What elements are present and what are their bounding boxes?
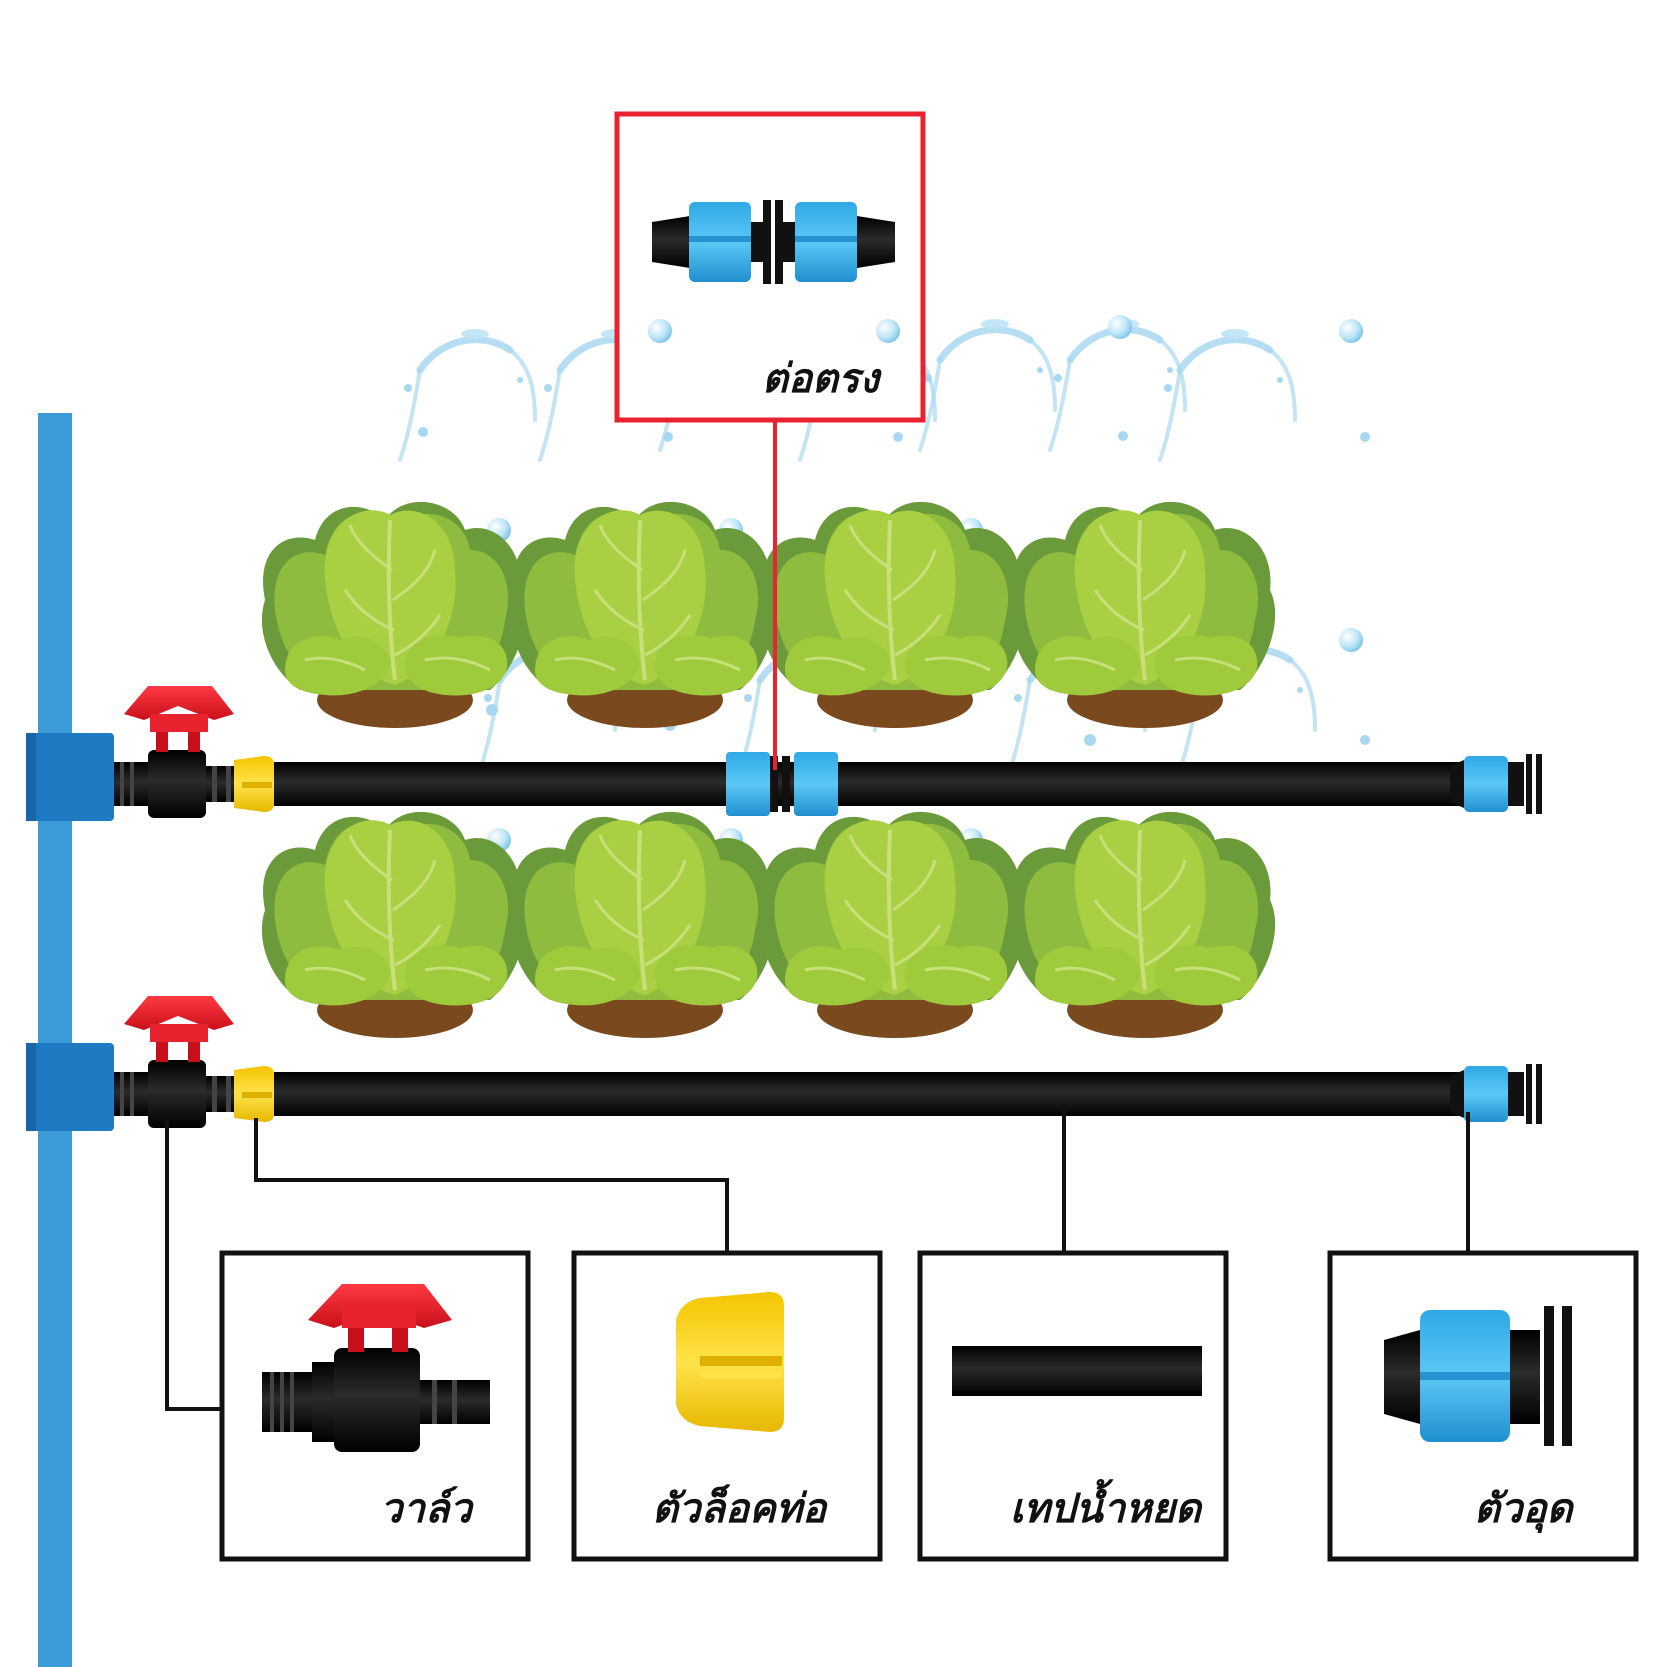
label-pipe-lock: ตัวล็อคท่อ [652, 1484, 828, 1532]
label-straight-connector: ต่อตรง [762, 356, 882, 402]
lettuce-row-bottom [259, 809, 1278, 1040]
callout-valve: วาล์ว [219, 1250, 531, 1562]
drip-tape-line [274, 1072, 1464, 1116]
end-plug-icon [1384, 1306, 1572, 1446]
drip-line-row-1 [26, 686, 1542, 821]
label-end-plug: ตัวอุด [1474, 1486, 1574, 1534]
label-valve: วาล์ว [380, 1486, 474, 1532]
callout-leader-lines [165, 420, 1470, 1411]
callout-end-plug: ตัวอุด [1327, 1250, 1639, 1562]
callout-drip-tape: เทปน้ำหยด [917, 1250, 1229, 1562]
drip-tape-line [274, 762, 1464, 806]
tee-fitting [28, 1043, 114, 1131]
drip-tape-icon [952, 1346, 1202, 1396]
main-supply-pipe [38, 413, 72, 1667]
pipe-lock-icon [676, 1292, 784, 1432]
callout-straight-connector: ต่อตรง [614, 111, 926, 423]
straight-connector-fitting [726, 752, 838, 816]
valve-icon [262, 1284, 490, 1452]
callout-pipe-lock: ตัวล็อคท่อ [571, 1250, 883, 1562]
tee-fitting [28, 733, 114, 821]
drip-line-row-2 [26, 996, 1542, 1131]
lettuce-row-top [259, 499, 1278, 730]
label-drip-tape: เทปน้ำหยด [1010, 1478, 1203, 1532]
straight-connector-icon [652, 200, 895, 284]
